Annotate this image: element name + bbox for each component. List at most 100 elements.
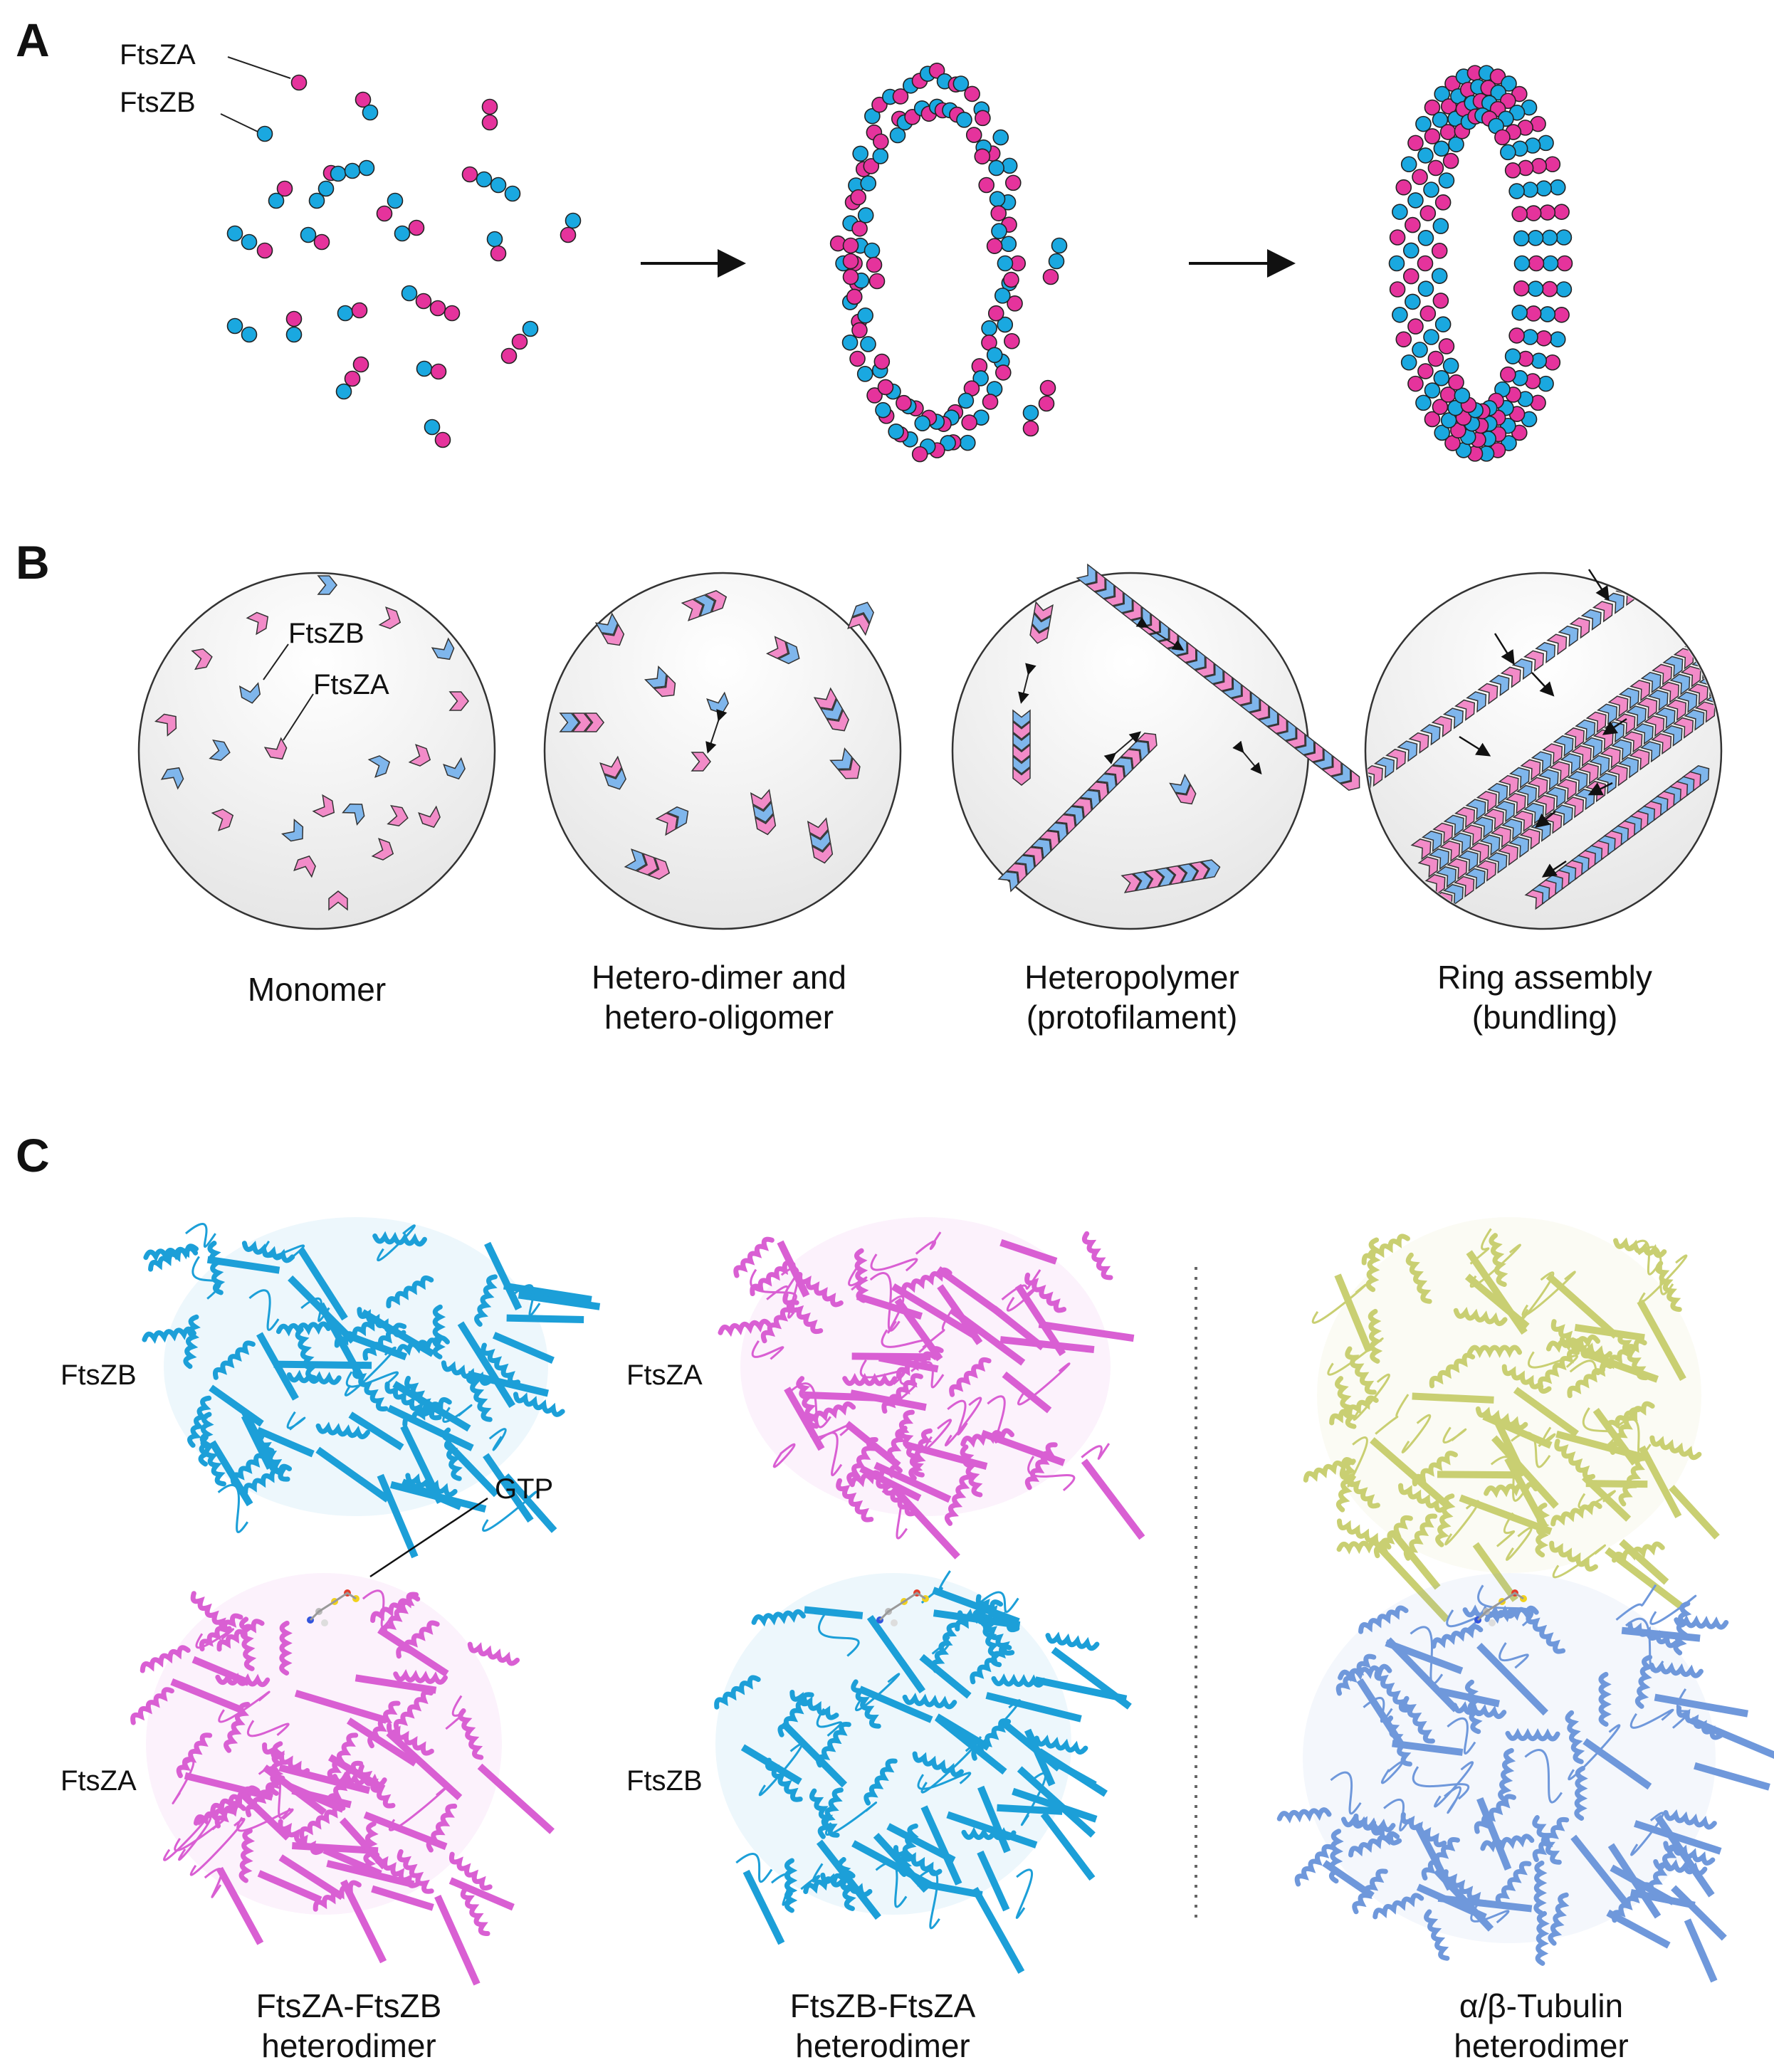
beta-strand — [1014, 1283, 1066, 1357]
ftszb-bead — [857, 207, 874, 223]
caption-line: hetero-oligomer — [604, 999, 834, 1036]
ftsza-monomer — [1230, 684, 1251, 706]
ftszb-bead — [317, 180, 335, 197]
bundling-arrow — [1602, 717, 1627, 735]
loop — [195, 1628, 234, 1649]
ftszb-bead — [1412, 342, 1428, 358]
helix — [466, 1370, 493, 1422]
beta-strand — [241, 1409, 278, 1471]
helix — [332, 1771, 387, 1787]
loop — [488, 1428, 507, 1451]
helix — [876, 1476, 918, 1517]
ftsza-bead — [1419, 205, 1437, 221]
beta-strand — [1621, 1626, 1701, 1642]
helix — [1443, 1869, 1489, 1907]
ftsza-bead — [1007, 295, 1023, 312]
loop — [751, 1340, 784, 1360]
ftsza-bead — [1407, 318, 1424, 335]
ftszb-bead — [308, 192, 325, 209]
ftszb-bead — [1527, 280, 1544, 297]
beta-strand — [946, 1811, 1038, 1849]
ftsza-bead — [1508, 327, 1525, 344]
helix — [1405, 1252, 1432, 1304]
caption-line: (protofilament) — [1026, 999, 1238, 1036]
ftszb-monomer — [624, 848, 647, 871]
ftszb-bead — [401, 285, 418, 302]
ftsza-monomer — [1498, 774, 1519, 797]
ftszb-monomer — [1639, 741, 1661, 763]
ftsza-bead — [1511, 206, 1528, 223]
ftszb-bead — [330, 165, 347, 182]
helix — [334, 1317, 384, 1348]
ftszb-bead — [1392, 307, 1408, 323]
ftsza-monomer — [647, 857, 671, 880]
ftszb-bead — [994, 288, 1011, 304]
helix — [908, 1428, 933, 1481]
helix — [815, 1721, 851, 1768]
helix — [881, 1373, 923, 1414]
helix — [750, 1260, 796, 1296]
helix — [714, 1675, 761, 1710]
helix — [327, 1732, 359, 1782]
helix — [784, 1858, 798, 1913]
beta-strand — [1491, 1435, 1559, 1509]
ftszb-bead — [1415, 115, 1432, 132]
helix — [299, 1804, 346, 1839]
ftszb-monomer — [829, 747, 853, 770]
ftsza-monomer — [1038, 830, 1060, 852]
beta-strand — [1669, 1485, 1720, 1540]
ftszb-monomer — [1276, 720, 1297, 742]
helix — [902, 1693, 957, 1710]
ftszb-bead — [852, 145, 868, 162]
ftsza-bead — [481, 114, 498, 131]
ftszb-monomer — [1200, 859, 1221, 880]
helix — [864, 1758, 898, 1806]
ftsza-monomer — [1607, 695, 1629, 717]
ftsza-bead — [964, 85, 980, 102]
ftsza-bead — [1042, 268, 1059, 285]
ftsza-bead — [511, 333, 528, 350]
beta-strand — [1464, 1273, 1530, 1330]
beta-strand — [873, 1833, 929, 1893]
loop — [887, 1295, 905, 1334]
loop — [915, 1231, 942, 1255]
ftszb-monomer — [1450, 832, 1471, 854]
loop — [1469, 1228, 1492, 1265]
ftszb-bead — [914, 415, 931, 432]
ftszb-bead — [1407, 192, 1424, 209]
helix — [912, 1751, 964, 1777]
ftsza-bead — [868, 273, 886, 290]
bundling-arrow — [1494, 633, 1515, 666]
ftszb-bead — [857, 307, 873, 324]
helix — [1435, 1493, 1456, 1547]
ftsza-bead — [313, 233, 330, 251]
ftszb-monomer — [1312, 747, 1333, 770]
ftszb-monomer — [1545, 787, 1566, 809]
helix — [1605, 1401, 1655, 1432]
ftszb-bead — [335, 383, 352, 400]
beta-strand — [999, 1336, 1095, 1354]
panel-c-letter: C — [16, 1129, 50, 1182]
ftszb-monomer — [1662, 725, 1683, 747]
beta-strand — [997, 1804, 1063, 1815]
ftszb-monomer — [1494, 800, 1516, 823]
helix — [458, 1708, 484, 1760]
ftszb-bead — [1405, 293, 1421, 310]
helix — [140, 1645, 191, 1673]
interaction-arrow — [1103, 731, 1142, 764]
ftszb-bead — [1536, 180, 1553, 197]
loop — [855, 1673, 901, 1711]
ftsza-monomer — [378, 606, 401, 629]
ftsza-monomer — [1121, 599, 1143, 621]
caption-line: FtsZA-FtsZB — [256, 1987, 442, 2024]
loop — [931, 1636, 951, 1655]
ftszb-monomer — [1567, 771, 1588, 793]
beta-strand — [1472, 1542, 1518, 1602]
ftszb-bead — [1417, 280, 1434, 297]
ftsza-monomer — [1212, 670, 1233, 692]
ftszb-bead — [1448, 136, 1464, 153]
ftszb-monomer — [1076, 563, 1097, 585]
helix — [1421, 1836, 1460, 1881]
ftszb-monomer — [1604, 592, 1625, 614]
beta-strand — [387, 1404, 474, 1451]
